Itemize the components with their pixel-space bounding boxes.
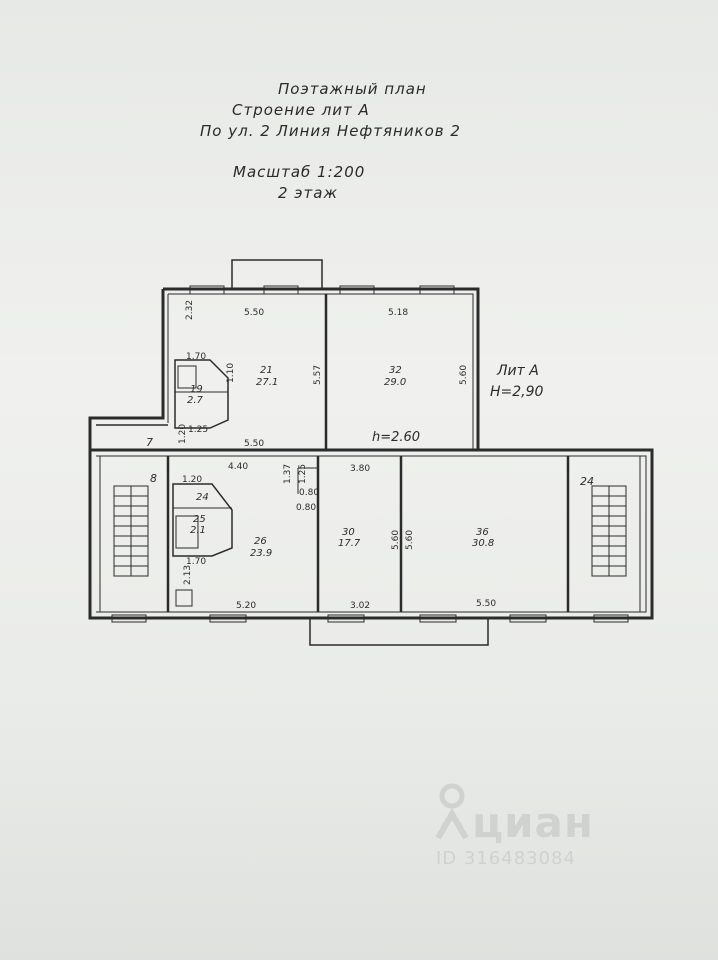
dim-1-20-bath: 1.20 bbox=[182, 475, 202, 485]
dim-5-18: 5.18 bbox=[388, 308, 408, 318]
dim-1-70-top: 1.70 bbox=[186, 352, 206, 362]
dim-2-32: 2.32 bbox=[185, 300, 195, 320]
lit-label: Лит А bbox=[496, 363, 539, 379]
room-24-wc-number: 24 bbox=[196, 492, 209, 503]
room-25-number: 25 bbox=[193, 514, 206, 525]
ceiling-height-label: h=2.60 bbox=[372, 430, 420, 445]
room-21-area: 27.1 bbox=[256, 377, 278, 388]
room-36-area: 30.8 bbox=[472, 538, 494, 549]
dim-5-20: 5.20 bbox=[236, 601, 256, 611]
dim-5-50-top: 5.50 bbox=[244, 308, 264, 318]
room-19-number: 19 bbox=[190, 384, 203, 395]
room-26-number: 26 bbox=[254, 536, 267, 547]
dim-0-80-a: 0.80 bbox=[299, 488, 319, 498]
dim-1-70-bottom: 1.70 bbox=[186, 557, 206, 567]
room-30-area: 17.7 bbox=[338, 538, 361, 549]
height-label: H=2,90 bbox=[490, 384, 544, 400]
dim-1-25-top: 1.25 bbox=[188, 425, 208, 435]
room-32-number: 32 bbox=[389, 365, 402, 376]
dim-1-25-closet: 1.25 bbox=[298, 464, 308, 484]
watermark-id: ID 316483084 bbox=[436, 848, 576, 869]
room-19-area: 2.7 bbox=[187, 395, 204, 406]
room-32-area: 29.0 bbox=[384, 377, 406, 388]
dim-4-40: 4.40 bbox=[228, 462, 248, 472]
cian-watermark: циан ID 316483084 bbox=[432, 780, 662, 880]
scale-label: Масштаб 1:200 bbox=[233, 163, 366, 181]
dim-5-50-bottom: 5.50 bbox=[476, 599, 496, 609]
dim-5-50-mid: 5.50 bbox=[244, 439, 264, 449]
map-pin-icon bbox=[435, 783, 469, 840]
room-26-area: 23.9 bbox=[250, 548, 272, 559]
room-24-stair-number: 24 bbox=[580, 475, 594, 488]
dim-3-02: 3.02 bbox=[350, 601, 370, 611]
address-title: По ул. 2 Линия Нефтяников 2 bbox=[200, 122, 461, 140]
dim-5-60-room30: 5.60 bbox=[391, 530, 401, 550]
dim-2-13: 2.13 bbox=[183, 565, 193, 585]
dim-1-20-left: 1.20 bbox=[178, 424, 188, 444]
watermark-brand: циан bbox=[472, 798, 594, 847]
dim-5-60-room36: 5.60 bbox=[405, 530, 415, 550]
room-7-number: 7 bbox=[146, 436, 153, 449]
dim-0-80-b: 0.80 bbox=[296, 503, 316, 513]
room-25-area: 2.1 bbox=[190, 525, 206, 536]
plan-title: Поэтажный план bbox=[278, 80, 427, 98]
dim-3-80: 3.80 bbox=[350, 464, 370, 474]
dim-5-60-right: 5.60 bbox=[459, 365, 469, 385]
room-30-number: 30 bbox=[342, 527, 355, 538]
dim-5-57: 5.57 bbox=[313, 365, 323, 385]
room-8-number: 8 bbox=[150, 472, 157, 485]
dim-1-10: 1.10 bbox=[226, 363, 236, 383]
room-36-number: 36 bbox=[476, 527, 489, 538]
building-title: Строение лит А bbox=[232, 101, 370, 119]
floor-label: 2 этаж bbox=[278, 184, 338, 202]
room-21-number: 21 bbox=[260, 365, 273, 376]
dim-1-37: 1.37 bbox=[283, 464, 293, 484]
